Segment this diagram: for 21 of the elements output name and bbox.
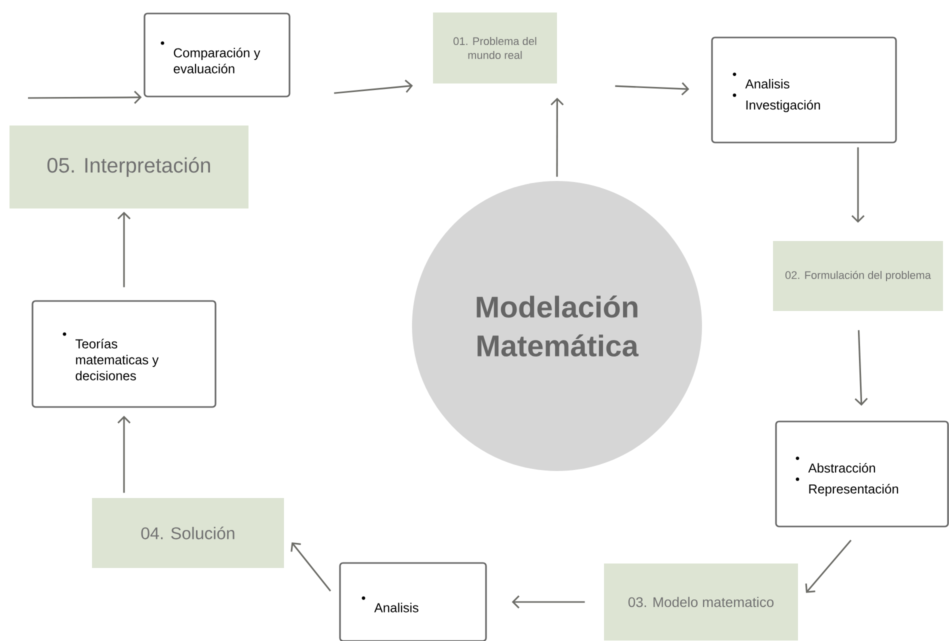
- step-box: 02. Formulación del problema: [773, 241, 943, 311]
- arrow: [550, 98, 564, 177]
- arrow: [615, 82, 690, 96]
- step-box: 03. Modelo matematico: [604, 564, 798, 640]
- arrow: [334, 80, 413, 94]
- arrow: [290, 542, 332, 592]
- arrow: [805, 540, 852, 593]
- bullet-list-box: Teorías matematicas y decisiones: [32, 300, 216, 408]
- arrow: [117, 212, 131, 288]
- step-box: 05. Interpretación: [10, 126, 248, 208]
- step-box: 01. Problema del mundo real: [433, 12, 557, 84]
- step-box: 04. Solución: [92, 498, 284, 568]
- bullet-list-box: Comparación y evaluación: [144, 12, 290, 98]
- arrow: [28, 90, 142, 104]
- arrow: [117, 416, 131, 493]
- bullet-list-box: Analisis Investigación: [711, 36, 897, 144]
- bullet-list-box: Abstracción Representación: [775, 420, 949, 528]
- bullet-list-box: Analisis: [339, 562, 487, 641]
- arrow: [851, 147, 865, 223]
- arrow: [512, 595, 585, 609]
- arrow: [854, 330, 868, 406]
